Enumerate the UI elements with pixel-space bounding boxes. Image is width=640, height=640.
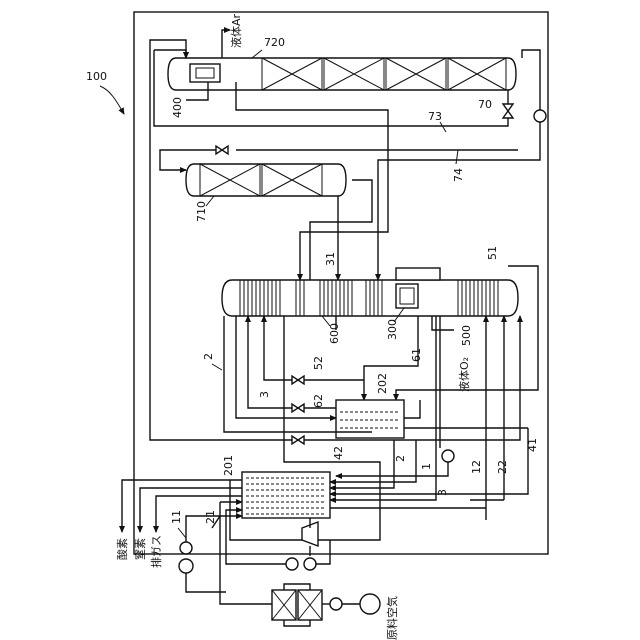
- pump-oxygen: [442, 450, 454, 462]
- adsorber-units: [272, 590, 322, 620]
- label-201: 201: [222, 455, 235, 476]
- nitrogen-label: 窒素: [133, 538, 147, 560]
- label-61: 61: [410, 348, 423, 362]
- booster-compressor: [286, 558, 298, 570]
- argon-condenser-400: [190, 64, 220, 82]
- label-300: 300: [386, 319, 399, 340]
- label-12: 12: [470, 460, 483, 474]
- label-400: 400: [171, 97, 184, 118]
- label-500: 500: [460, 325, 473, 346]
- label-3a: 3: [258, 391, 271, 398]
- label-74: 74: [452, 168, 465, 182]
- air-compressor: [360, 594, 380, 614]
- column-710: [186, 164, 346, 196]
- label-70: 70: [478, 98, 492, 111]
- label-3b: 3: [436, 489, 449, 496]
- main-column-600: [222, 280, 518, 316]
- compressor-11: [179, 559, 193, 573]
- label-600: 600: [328, 323, 341, 344]
- pump-argon: [534, 110, 546, 122]
- label-710: 710: [195, 201, 208, 222]
- label-2a: 2: [202, 353, 215, 360]
- main-heat-exchanger-201: [242, 472, 330, 518]
- oxygen-label: 酸素: [115, 538, 129, 560]
- label-51: 51: [486, 246, 499, 260]
- label-720: 720: [264, 36, 285, 49]
- pump-11: [180, 542, 192, 554]
- valve-62: [292, 404, 304, 412]
- label-62: 62: [312, 394, 325, 408]
- raw-air-label: 原料空気: [385, 596, 399, 640]
- system-pointer: [100, 86, 124, 114]
- liquid-argon-label: 液体Ar: [229, 13, 243, 48]
- valve-52: [292, 376, 304, 384]
- valve-70: [503, 104, 513, 118]
- valve-74: [216, 146, 228, 154]
- label-52: 52: [312, 356, 325, 370]
- label-31: 31: [324, 252, 337, 266]
- label-1: 1: [420, 463, 433, 470]
- aftercooler: [330, 598, 342, 610]
- label-11: 11: [170, 510, 183, 524]
- label-42: 42: [332, 446, 345, 460]
- valve-42: [292, 436, 304, 444]
- label-73: 73: [428, 110, 442, 123]
- exhaust-gas-label: 排ガス: [149, 535, 163, 568]
- label-202: 202: [376, 373, 389, 394]
- system-number: 100: [86, 70, 107, 83]
- label-22: 22: [496, 460, 509, 474]
- booster-cooler: [304, 558, 316, 570]
- label-2b: 2: [394, 455, 407, 462]
- label-21: 21: [204, 510, 217, 524]
- liquid-o2-label: 液体O₂: [457, 357, 471, 392]
